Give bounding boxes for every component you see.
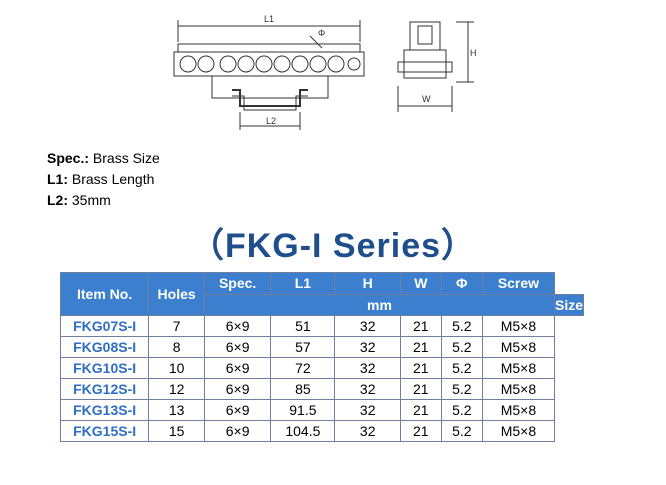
header-h: H: [334, 272, 401, 295]
cell-w: 21: [399, 399, 442, 421]
cell-w: 21: [399, 357, 442, 379]
header-holes: Holes: [148, 272, 205, 316]
cell-item-no: FKG07S-I: [59, 315, 150, 337]
cell-holes: 15: [148, 420, 205, 442]
terminal-bar-drawing: L1 Φ L2 H W: [173, 14, 477, 130]
cell-screw: M5×8: [481, 315, 555, 337]
table-row: FKG13S-I 13 6×9 91.5 32 21 5.2 M5×8: [59, 399, 584, 421]
cell-phi: 5.2: [440, 378, 483, 400]
header-item-no: Item No.: [59, 272, 150, 316]
spec-key: L1:: [47, 171, 68, 187]
cell-holes: 13: [148, 399, 205, 421]
spec-table: Item No. Holes Spec. L1 H W Φ Screw mm S…: [59, 272, 585, 442]
cell-l1: 51: [270, 315, 336, 337]
label-w: W: [422, 94, 431, 104]
cell-screw: M5×8: [481, 420, 555, 442]
cell-item-no: FKG12S-I: [59, 378, 150, 400]
label-h: H: [470, 48, 477, 58]
cell-phi: 5.2: [440, 399, 483, 421]
cell-item-no: FKG10S-I: [59, 357, 150, 379]
cell-screw: M5×8: [481, 399, 555, 421]
cell-phi: 5.2: [440, 315, 483, 337]
cell-w: 21: [399, 336, 442, 358]
cell-l1: 57: [270, 336, 336, 358]
cell-h: 32: [334, 420, 401, 442]
table-row: FKG10S-I 10 6×9 72 32 21 5.2 M5×8: [59, 357, 584, 379]
spec-value: Brass Length: [68, 171, 155, 187]
cell-holes: 8: [148, 336, 205, 358]
cell-phi: 5.2: [440, 357, 483, 379]
cell-l1: 104.5: [270, 420, 336, 442]
cell-item-no: FKG13S-I: [59, 399, 150, 421]
spec-value: 35mm: [68, 192, 111, 208]
cell-h: 32: [334, 399, 401, 421]
cell-item-no: FKG08S-I: [59, 336, 150, 358]
series-title: （FKG-I Series）: [189, 227, 477, 265]
spec-value: Brass Size: [89, 150, 160, 166]
cell-phi: 5.2: [440, 420, 483, 442]
header-l1: L1: [270, 272, 336, 295]
label-phi: Φ: [318, 28, 325, 38]
cell-h: 32: [334, 336, 401, 358]
cell-holes: 12: [148, 378, 205, 400]
cell-spec: 6×9: [203, 315, 272, 337]
cell-w: 21: [399, 420, 442, 442]
spec-line-spec: Spec.: Brass Size: [47, 148, 160, 168]
cell-holes: 7: [148, 315, 205, 337]
cell-h: 32: [334, 315, 401, 337]
header-spec: Spec.: [203, 272, 272, 295]
header-unit-mm: mm: [204, 293, 555, 316]
cell-l1: 72: [270, 357, 336, 379]
cell-l1: 85: [270, 378, 336, 400]
spec-key: Spec.:: [47, 150, 90, 166]
cell-l1: 91.5: [270, 399, 336, 421]
table-row: FKG08S-I 8 6×9 57 32 21 5.2 M5×8: [59, 336, 584, 358]
table-row: FKG07S-I 7 6×9 51 32 21 5.2 M5×8: [59, 315, 584, 337]
header-phi: Φ: [440, 272, 483, 295]
cell-w: 21: [399, 378, 442, 400]
spec-key: L2:: [47, 192, 68, 208]
cell-spec: 6×9: [203, 357, 272, 379]
label-l1: L1: [264, 14, 274, 24]
cell-spec: 6×9: [203, 399, 272, 421]
cell-spec: 6×9: [203, 378, 272, 400]
cell-spec: 6×9: [203, 420, 272, 442]
cell-screw: M5×8: [481, 357, 555, 379]
cell-spec: 6×9: [203, 336, 272, 358]
table-row: FKG12S-I 12 6×9 85 32 21 5.2 M5×8: [59, 378, 584, 400]
header-screw: Screw: [481, 272, 555, 295]
label-l2: L2: [266, 116, 276, 126]
cell-w: 21: [399, 315, 442, 337]
spec-line-l2: L2: 35mm: [47, 190, 111, 210]
header-w: W: [399, 272, 442, 295]
cell-screw: M5×8: [481, 378, 555, 400]
cell-holes: 10: [148, 357, 205, 379]
cell-item-no: FKG15S-I: [59, 420, 150, 442]
cell-phi: 5.2: [440, 336, 483, 358]
table-row: FKG15S-I 15 6×9 104.5 32 21 5.2 M5×8: [59, 420, 584, 442]
cell-h: 32: [334, 378, 401, 400]
cell-screw: M5×8: [481, 336, 555, 358]
header-screw-size: Size: [553, 293, 585, 316]
cell-h: 32: [334, 357, 401, 379]
spec-line-l1: L1: Brass Length: [47, 169, 154, 189]
